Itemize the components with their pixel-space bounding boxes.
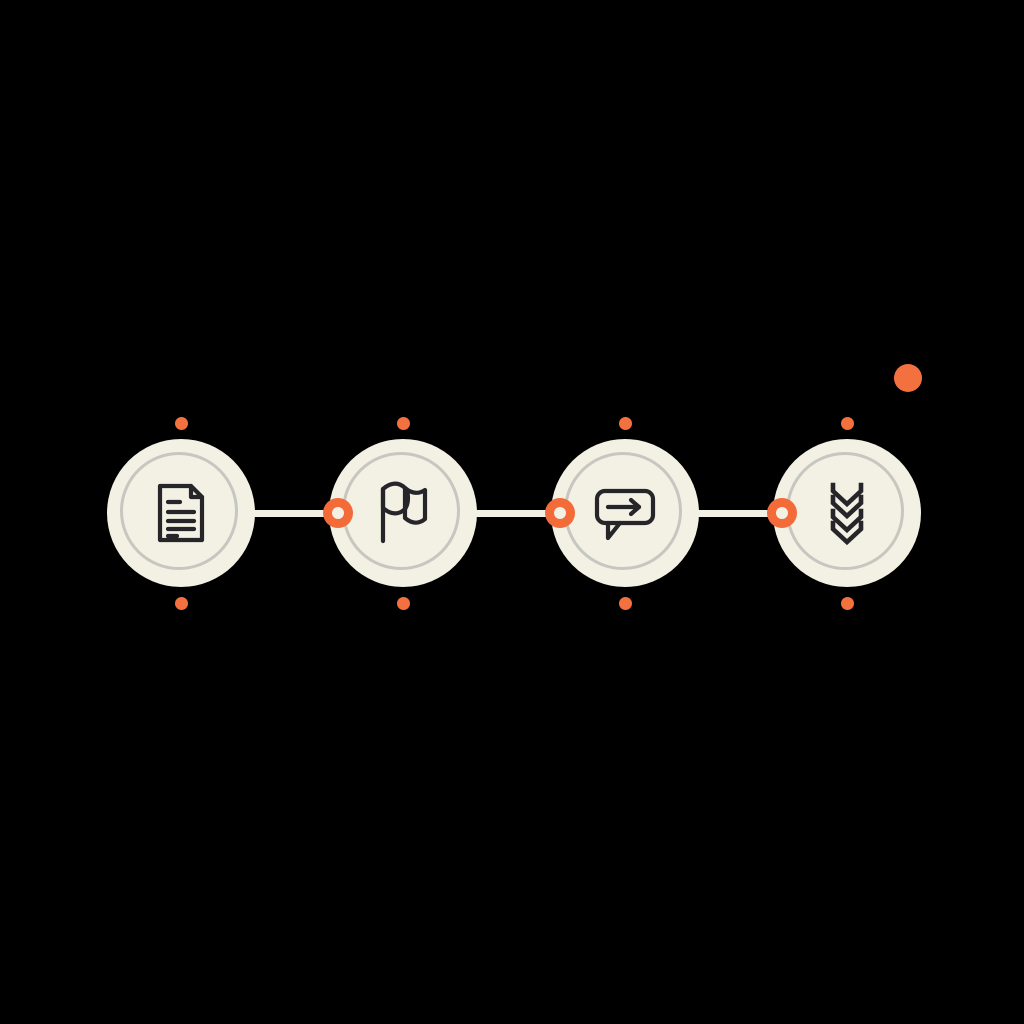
marker-dot-bottom-2	[397, 597, 410, 610]
process-node-document[interactable]	[107, 439, 255, 587]
flag-icon	[369, 479, 437, 547]
marker-dot-top-3	[619, 417, 632, 430]
connector-ring-1[interactable]	[323, 498, 353, 528]
node-inner-ring	[120, 452, 238, 570]
marker-dot-top-1	[175, 417, 188, 430]
marker-dot-bottom-4	[841, 597, 854, 610]
connector-ring-2[interactable]	[545, 498, 575, 528]
connector-rail-3	[691, 510, 787, 517]
marker-dot-top-2	[397, 417, 410, 430]
process-node-chevrons[interactable]	[773, 439, 921, 587]
document-icon	[147, 479, 215, 547]
marker-dot-bottom-3	[619, 597, 632, 610]
speech-bubble-arrow-icon	[591, 479, 659, 547]
connector-ring-3[interactable]	[767, 498, 797, 528]
connector-rail-1	[247, 510, 343, 517]
double-chevron-down-icon	[813, 479, 881, 547]
marker-dot-bottom-1	[175, 597, 188, 610]
marker-dot-top-4	[841, 417, 854, 430]
process-node-flag[interactable]	[329, 439, 477, 587]
connector-rail-2	[469, 510, 565, 517]
accent-dot	[894, 364, 922, 392]
